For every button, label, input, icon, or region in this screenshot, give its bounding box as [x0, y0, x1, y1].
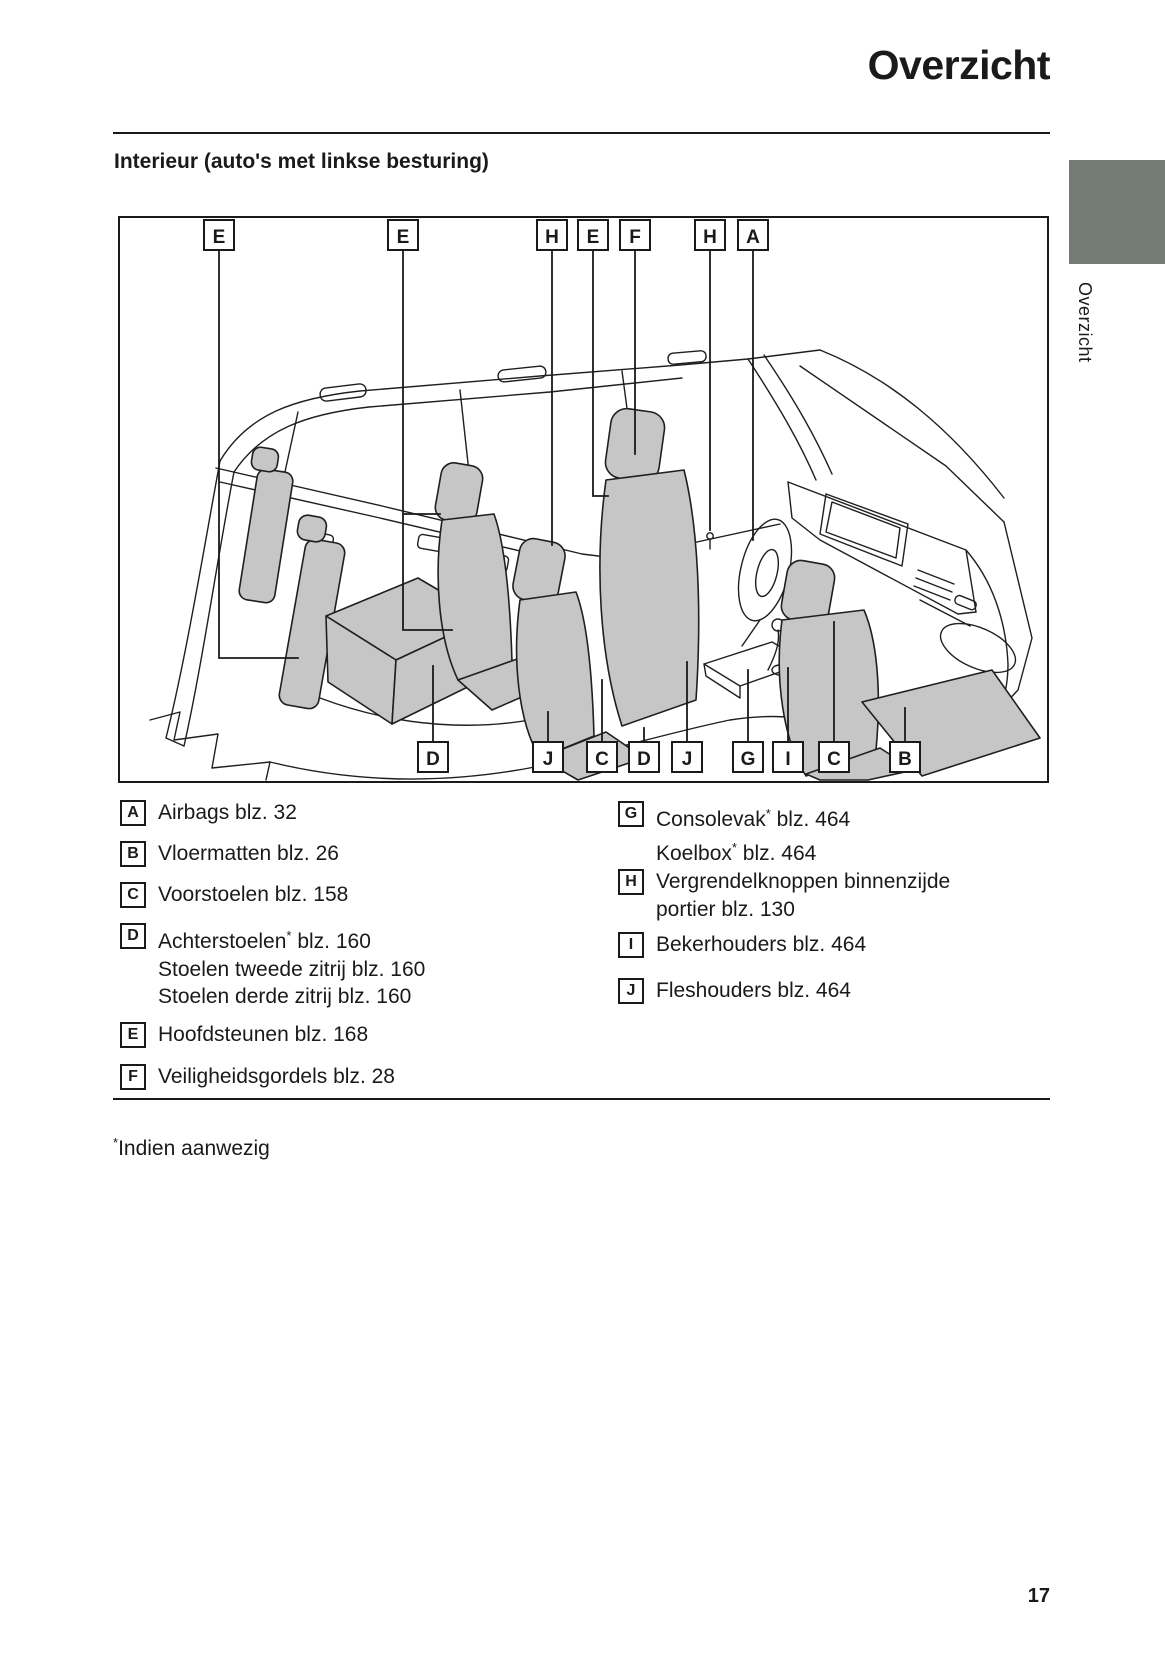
- svg-text:E: E: [213, 227, 226, 248]
- svg-text:E: E: [587, 227, 600, 248]
- footnote: *Indien aanwezig: [113, 1135, 270, 1161]
- legend-key: C: [120, 882, 146, 908]
- svg-text:G: G: [741, 749, 756, 770]
- svg-text:D: D: [426, 749, 440, 770]
- callout-label: F: [619, 219, 651, 251]
- callout-line-E3: [592, 249, 609, 497]
- callout-label: D: [417, 741, 449, 773]
- callout-label: C: [586, 741, 618, 773]
- legend-text: Stoelen tweede zitrij blz. 160: [158, 957, 426, 981]
- legend-key: B: [120, 841, 146, 867]
- legend-key: G: [618, 801, 644, 827]
- legend-text: Bekerhouders blz. 464: [656, 933, 867, 956]
- svg-text:B: B: [898, 749, 912, 770]
- legend-key: H: [618, 869, 644, 895]
- footnote-asterisk: *: [286, 928, 292, 943]
- svg-text:A: A: [746, 227, 760, 248]
- callout-lines: [218, 249, 906, 743]
- svg-text:C: C: [827, 749, 841, 770]
- legend-key: E: [120, 1022, 146, 1048]
- callout-label: H: [536, 219, 568, 251]
- legend-divider-rule: [113, 1098, 1050, 1100]
- callout-label: A: [737, 219, 769, 251]
- footnote-text: Indien aanwezig: [118, 1137, 270, 1160]
- door-lock-knob: [706, 532, 714, 550]
- section-heading: Interieur (auto's met linkse besturing): [114, 150, 489, 173]
- callout-label: E: [387, 219, 419, 251]
- callout-label: J: [671, 741, 703, 773]
- third-row-headrest: [296, 514, 328, 543]
- callout-label: B: [889, 741, 921, 773]
- legend-key: F: [120, 1064, 146, 1090]
- callout-label: D: [628, 741, 660, 773]
- footnote-asterisk: *: [731, 839, 737, 855]
- svg-text:E: E: [397, 227, 410, 248]
- svg-text:C: C: [595, 749, 609, 770]
- title-divider-rule: [113, 132, 1050, 134]
- legend-text: Hoofdsteunen blz. 168: [158, 1023, 369, 1046]
- door-handle-icon: [954, 594, 977, 611]
- svg-text:J: J: [682, 749, 693, 770]
- grab-handle-icon: [319, 383, 367, 402]
- callout-label: C: [818, 741, 850, 773]
- legend-text: Vloermatten blz. 26: [158, 842, 339, 865]
- svg-text:J: J: [543, 749, 554, 770]
- dash-vents: [913, 569, 955, 601]
- interior-diagram-art: E E H E F H A D J C D J G I C B: [149, 219, 1041, 781]
- front-seat-back: [599, 469, 700, 727]
- legend-text: Achterstoelen* blz. 160: [158, 928, 371, 953]
- callout-label: I: [772, 741, 804, 773]
- grab-handle-icon: [497, 365, 547, 383]
- callout-line-E1: [218, 249, 299, 659]
- legend-text: Consolevak* blz. 464: [656, 806, 851, 831]
- legend-key: J: [618, 978, 644, 1004]
- svg-text:F: F: [629, 227, 641, 248]
- legend-text: Koelbox* blz. 464: [656, 839, 817, 865]
- legend-text: Veiligheidsgordels blz. 28: [158, 1065, 395, 1088]
- svg-text:I: I: [785, 749, 790, 770]
- legend-text: portier blz. 130: [656, 897, 795, 921]
- gear-shifter: [767, 629, 780, 671]
- callout-labels-top: E E H E F H A: [203, 219, 769, 251]
- legend-text: Fleshouders blz. 464: [656, 979, 851, 1002]
- chapter-side-label: Overzicht: [1075, 282, 1095, 363]
- second-row-seatback: [515, 591, 595, 759]
- svg-text:H: H: [703, 227, 717, 248]
- legend-text: Airbags blz. 32: [158, 801, 297, 824]
- third-row-folded-backrest: [238, 468, 294, 604]
- door-armrest: [939, 622, 1017, 674]
- third-row-headrest: [250, 446, 280, 473]
- svg-text:D: D: [637, 749, 651, 770]
- callout-line-E2: [402, 249, 453, 631]
- page-title: Overzicht: [867, 42, 1051, 88]
- footnote-asterisk: *: [765, 806, 771, 821]
- page-number: 17: [1027, 1585, 1050, 1607]
- legend-key: A: [120, 800, 146, 826]
- legend-key: D: [120, 923, 146, 949]
- legend-text: Voorstoelen blz. 158: [158, 883, 349, 906]
- callout-label: E: [203, 219, 235, 251]
- callout-label: H: [694, 219, 726, 251]
- infotainment-screen: [819, 493, 909, 567]
- callout-label: E: [577, 219, 609, 251]
- legend-key: I: [618, 932, 644, 958]
- callout-label: J: [532, 741, 564, 773]
- grab-handle-icon: [667, 350, 707, 365]
- chapter-tab-marker: [1069, 160, 1165, 264]
- legend-text: Vergrendelknoppen binnenzijde: [656, 870, 951, 893]
- legend-text: Stoelen derde zitrij blz. 160: [158, 985, 412, 1008]
- interior-diagram: E E H E F H A D J C D J G I C B: [118, 216, 1049, 783]
- footnote-asterisk: *: [113, 1135, 119, 1150]
- second-row-seatback: [437, 513, 513, 681]
- svg-text:H: H: [545, 227, 559, 248]
- callout-labels-bottom: D J C D J G I C B: [417, 741, 921, 773]
- callout-label: G: [732, 741, 764, 773]
